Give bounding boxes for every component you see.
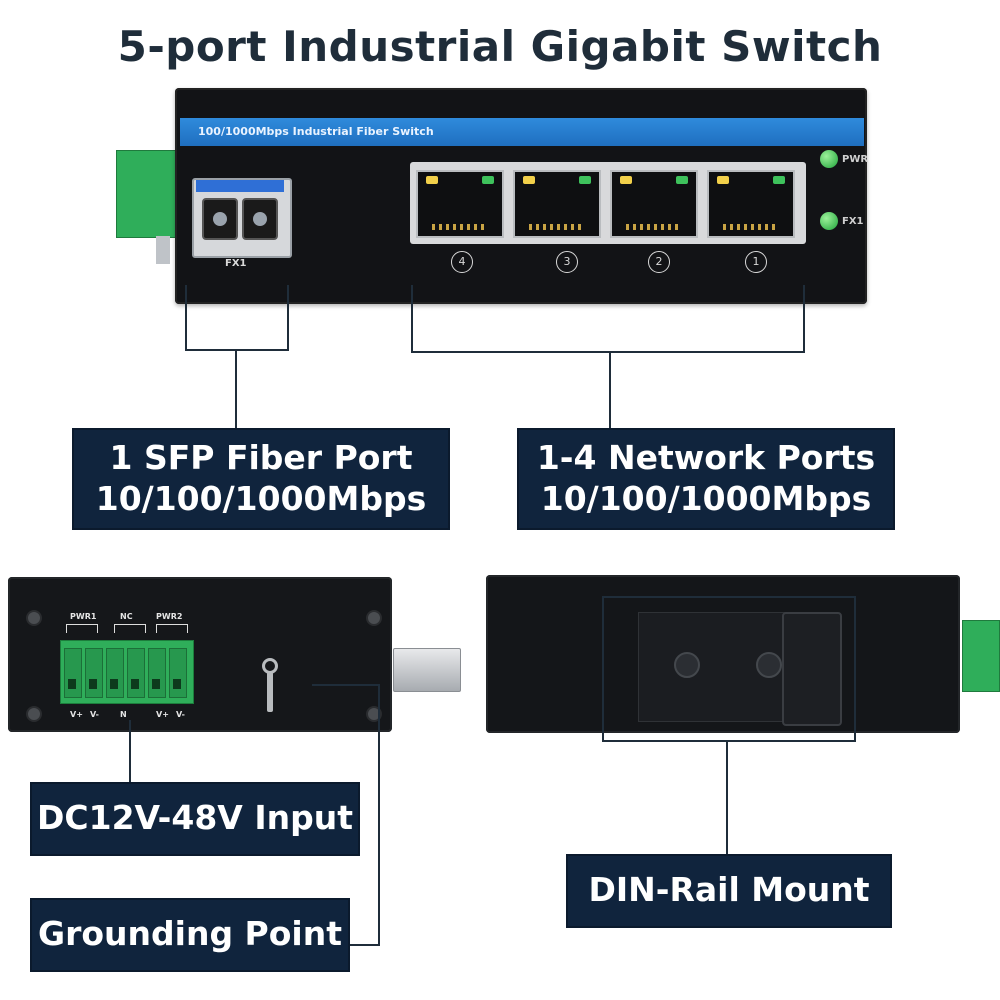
page-title: 5-port Industrial Gigabit Switch xyxy=(117,22,883,71)
terminal-group-label-nc: NC xyxy=(120,612,133,621)
network-bracket-right xyxy=(803,285,805,353)
front-band: 100/1000Mbps Industrial Fiber Switch xyxy=(180,118,864,146)
network-bracket-stem xyxy=(609,351,611,429)
network-callout-label: 1-4 Network Ports 10/100/1000Mbps xyxy=(517,428,895,530)
dc-input-connector xyxy=(129,720,131,782)
terminal-pin xyxy=(148,648,166,698)
terminal-bracket-pwr2 xyxy=(156,624,188,633)
terminal-bracket-nc xyxy=(114,624,146,633)
din-rail-highlight-box xyxy=(602,596,856,742)
grounding-lug-icon xyxy=(262,658,278,714)
sfp-latch xyxy=(196,180,284,192)
pwr-led-icon xyxy=(820,150,838,168)
sfp-lc-socket-a xyxy=(202,198,238,240)
dc-input-callout-label: DC12V-48V Input xyxy=(30,782,360,856)
din-rail-connector xyxy=(726,742,728,854)
ground-connector-bottom xyxy=(346,944,380,946)
rj45-port-2 xyxy=(610,170,698,238)
side-terminal-block xyxy=(962,620,1000,692)
dc-input-text: DC12V-48V Input xyxy=(37,798,353,837)
terminal-pin xyxy=(127,648,145,698)
pin-label: N xyxy=(120,710,127,719)
pwr-led-label: PWR xyxy=(842,154,869,165)
screw-icon xyxy=(366,610,382,626)
pin-label: V+ xyxy=(70,710,83,719)
terminal-pin xyxy=(106,648,124,698)
port-number-1: 1 xyxy=(745,251,767,273)
sfp-label: FX1 xyxy=(225,258,247,269)
ground-connector-v xyxy=(378,684,380,946)
fx1-led-icon xyxy=(820,212,838,230)
port-number-3: 3 xyxy=(556,251,578,273)
terminal-pin xyxy=(169,648,187,698)
sfp-bracket-bottom xyxy=(185,349,289,351)
screw-icon xyxy=(674,652,700,678)
network-callout-line1: 1-4 Network Ports xyxy=(536,438,876,477)
grounding-callout-label: Grounding Point xyxy=(30,898,350,972)
din-rail-text: DIN-Rail Mount xyxy=(588,870,870,909)
rj45-port-1 xyxy=(707,170,795,238)
grounding-text: Grounding Point xyxy=(38,914,342,953)
network-bracket-left xyxy=(411,285,413,353)
terminal-pin xyxy=(85,648,103,698)
terminal-group-label-pwr2: PWR2 xyxy=(156,612,183,621)
pin-label: V- xyxy=(176,710,185,719)
rj45-port-3 xyxy=(513,170,601,238)
sfp-callout-line1: 1 SFP Fiber Port xyxy=(109,438,413,477)
pin-label: V+ xyxy=(156,710,169,719)
network-callout-line2: 10/100/1000Mbps xyxy=(540,479,872,518)
side-terminal-block xyxy=(116,150,176,238)
sfp-module-side xyxy=(393,648,461,692)
side-clip xyxy=(156,236,170,264)
screw-icon xyxy=(756,652,782,678)
sfp-bracket-stem xyxy=(235,349,237,429)
network-bracket-bottom xyxy=(411,351,805,353)
ground-connector-h xyxy=(312,684,378,686)
fx1-led-label: FX1 xyxy=(842,216,864,227)
sfp-bracket-left xyxy=(185,285,187,351)
band-text: 100/1000Mbps Industrial Fiber Switch xyxy=(198,125,434,138)
terminal-bracket-pwr1 xyxy=(66,624,98,633)
din-rail-callout-label: DIN-Rail Mount xyxy=(566,854,892,928)
terminal-group-label-pwr1: PWR1 xyxy=(70,612,97,621)
rj45-port-4 xyxy=(416,170,504,238)
sfp-bracket-right xyxy=(287,285,289,351)
port-number-2: 2 xyxy=(648,251,670,273)
din-rail-clip xyxy=(782,612,842,726)
screw-icon xyxy=(26,610,42,626)
screw-icon xyxy=(26,706,42,722)
sfp-lc-socket-b xyxy=(242,198,278,240)
terminal-pin xyxy=(64,648,82,698)
sfp-callout-line2: 10/100/1000Mbps xyxy=(95,479,427,518)
port-number-4: 4 xyxy=(451,251,473,273)
pin-label: V- xyxy=(90,710,99,719)
sfp-callout-label: 1 SFP Fiber Port 10/100/1000Mbps xyxy=(72,428,450,530)
